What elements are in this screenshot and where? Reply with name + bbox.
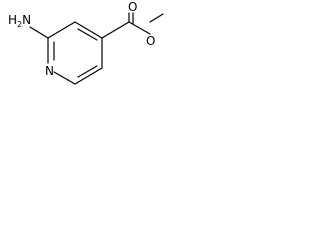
bond-carbonyl-oester [128,21,151,35]
bond-c3-c4-inner [77,28,98,41]
bond-c5-c6-inner [77,65,98,78]
bond-c5-c6 [74,67,103,85]
bond-c2-nh2 [29,26,49,39]
ring-nitrogen-label: N [45,64,54,78]
bond-oester-methyl [149,13,164,23]
amine-nitrogen-label: H2N [8,13,31,29]
bond-c4-carbonyl [101,21,130,39]
bonds [29,12,164,85]
bond-c3-c4 [74,21,103,39]
atom-labels: H2N N O O [8,0,155,78]
molecule-diagram: H2N N O O [8,0,164,85]
carbonyl-oxygen-label: O [128,0,137,14]
ester-oxygen-label: O [146,34,155,48]
bond-c2-c3 [47,21,76,39]
bond-c6-n1 [53,71,76,85]
